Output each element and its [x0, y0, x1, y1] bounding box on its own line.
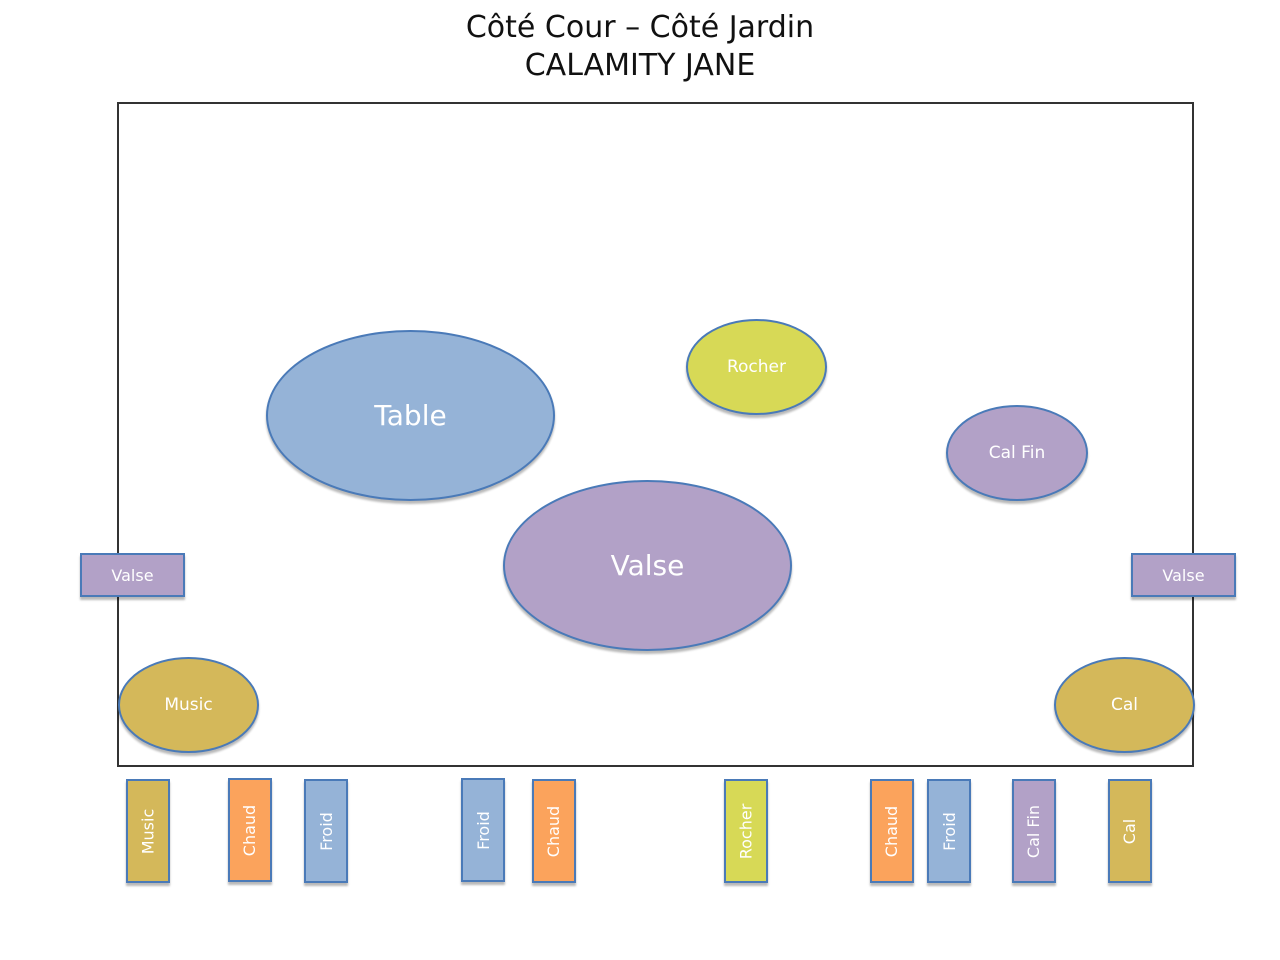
valse-left-wing-label: Valse [111, 565, 154, 585]
table-ellipse-label: Table [374, 399, 447, 432]
card-froid-2-label: Froid [473, 810, 493, 850]
card-rocher: Rocher [724, 779, 768, 883]
card-froid-3-label: Froid [939, 811, 959, 851]
card-music-label: Music [138, 808, 158, 854]
table-ellipse: Table [266, 330, 555, 501]
card-chaud-3: Chaud [870, 779, 914, 883]
music-ellipse: Music [118, 657, 259, 753]
card-chaud-2-label: Chaud [544, 805, 564, 857]
card-rocher-label: Rocher [736, 803, 756, 859]
cal-ellipse: Cal [1054, 657, 1195, 753]
valse-left-wing: Valse [80, 553, 185, 597]
rocher-ellipse-label: Rocher [726, 357, 787, 377]
card-froid-1: Froid [304, 779, 348, 883]
card-cal-fin: Cal Fin [1012, 779, 1056, 883]
card-music: Music [126, 779, 170, 883]
card-chaud-1-label: Chaud [240, 804, 260, 856]
card-froid-3: Froid [927, 779, 971, 883]
valse-ellipse-label: Valse [610, 549, 685, 582]
valse-right-wing-label: Valse [1162, 565, 1205, 585]
diagram-subtitle: CALAMITY JANE [524, 48, 756, 83]
cal-ellipse-label: Cal [1110, 695, 1138, 715]
card-chaud-3-label: Chaud [882, 805, 902, 857]
cal-fin-ellipse-label: Cal Fin [988, 443, 1046, 463]
card-cal: Cal [1108, 779, 1152, 883]
music-ellipse-label: Music [164, 695, 213, 715]
card-chaud-1: Chaud [228, 778, 272, 882]
valse-right-wing: Valse [1131, 553, 1236, 597]
card-froid-2: Froid [461, 778, 505, 882]
cal-fin-ellipse: Cal Fin [946, 405, 1088, 501]
card-cal-fin-label: Cal Fin [1024, 804, 1044, 858]
card-froid-1-label: Froid [316, 811, 336, 851]
diagram-title: Côté Cour – Côté Jardin [465, 10, 815, 45]
card-chaud-2: Chaud [532, 779, 576, 883]
valse-ellipse: Valse [503, 480, 792, 651]
rocher-ellipse: Rocher [686, 319, 827, 415]
card-cal-label: Cal [1120, 818, 1140, 844]
